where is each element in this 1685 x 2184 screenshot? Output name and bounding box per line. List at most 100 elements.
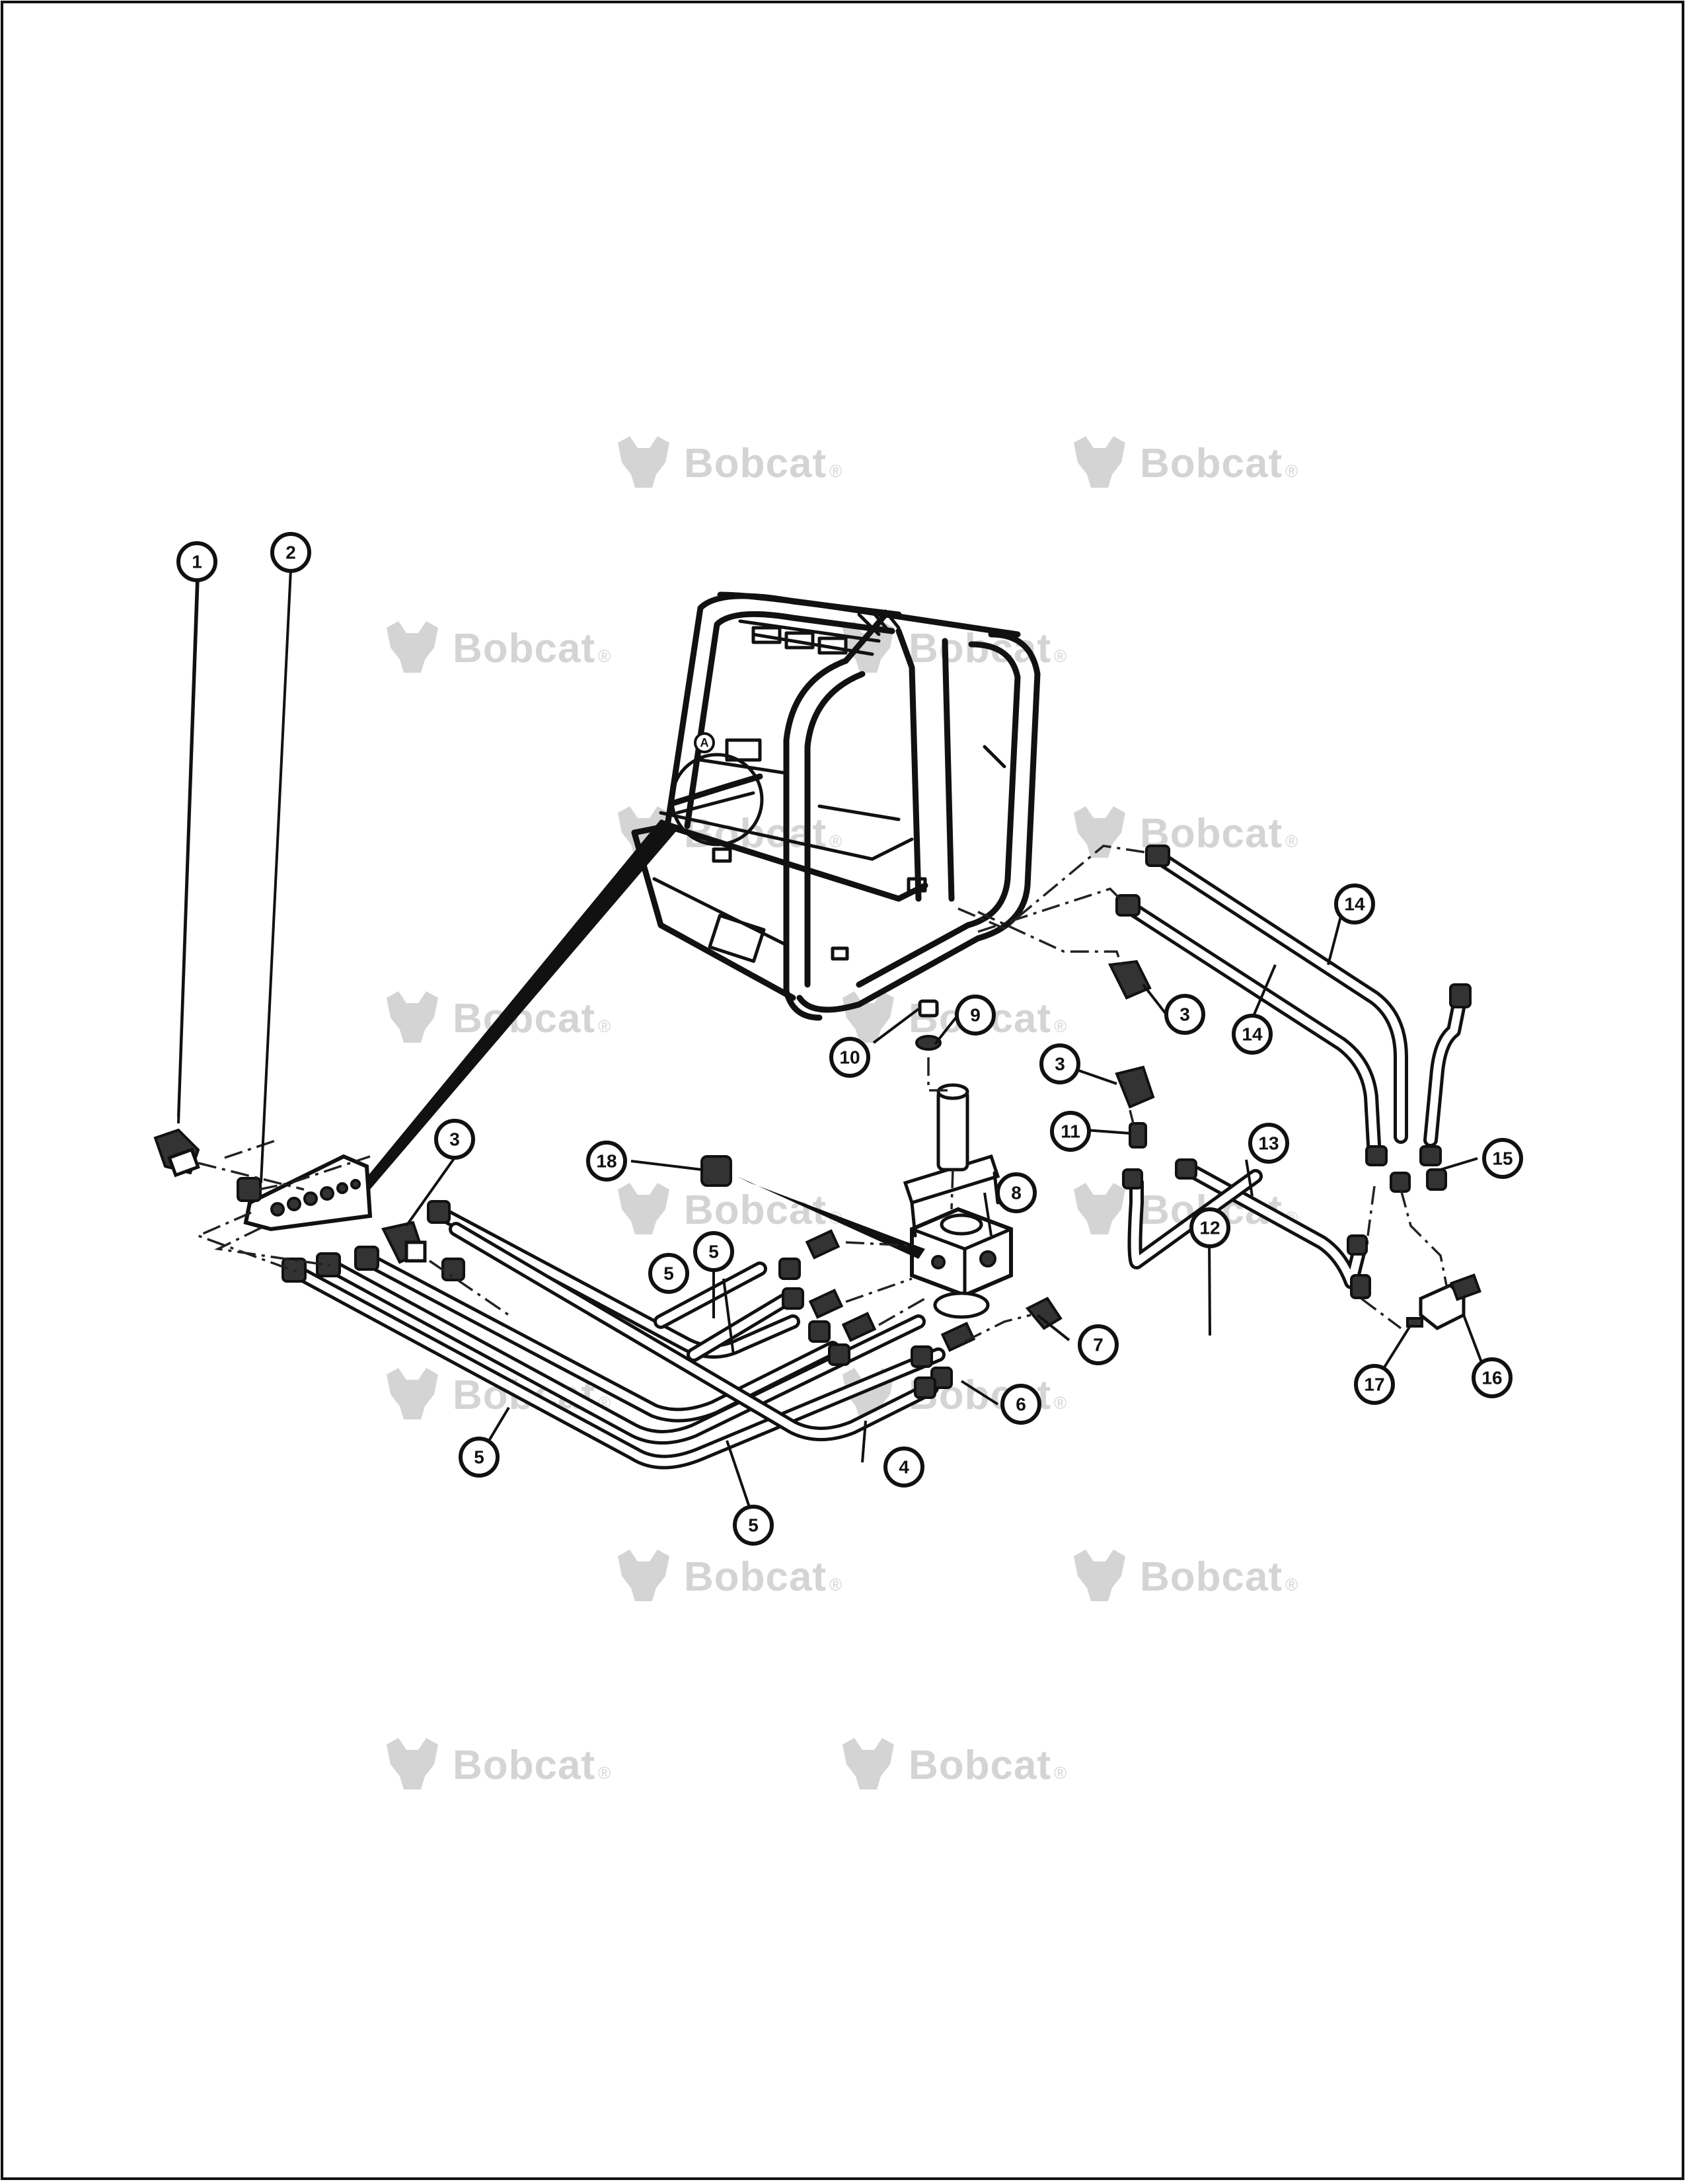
callout-c13: 13 [1248,1123,1289,1164]
watermark-text: Bobcat [453,626,595,671]
watermark-registered-mark: ® [1054,1763,1067,1783]
tee-fitting-3-left [381,1221,427,1264]
callout-c17: 17 [1354,1364,1395,1405]
callout-label: 13 [1258,1133,1279,1154]
callout-c9: 9 [955,995,996,1036]
watermark-registered-mark: ® [598,646,611,666]
elbow-fitting-1 [153,1128,200,1178]
callout-label: 5 [748,1515,759,1536]
leader-lines [177,569,1489,1519]
callout-c8: 8 [996,1172,1037,1213]
watermark-registered-mark: ® [1054,1016,1067,1036]
watermark-text: Bobcat [909,1743,1051,1788]
watermark-registered-mark: ® [1285,831,1298,851]
callout-c2: 2 [270,532,311,573]
callout-label: 5 [708,1242,719,1262]
callout-c15: 15 [1482,1138,1523,1179]
watermark-text: Bobcat [1140,1554,1283,1600]
watermark: Bobcat® [387,1738,611,1789]
callout-c11: 11 [1050,1111,1091,1152]
bobcat-head-icon [387,991,438,1043]
callout-c10: 10 [829,1037,870,1078]
tube-bundle-left [290,1205,946,1470]
watermark-text: Bobcat [684,1554,827,1600]
watermark-layer: Bobcat®Bobcat®Bobcat®Bobcat®Bobcat®Bobca… [387,436,1298,1789]
callout-c14b: 14 [1232,1014,1273,1055]
callout-c1: 1 [176,541,217,582]
bobcat-head-icon [387,621,438,673]
callout-label: 3 [1055,1054,1065,1074]
bobcat-head-icon [387,1738,438,1789]
watermark: Bobcat® [1074,1550,1298,1601]
bobcat-head-icon [618,1183,669,1234]
callout-c3a: 3 [434,1119,475,1160]
part-18 [700,1155,925,1259]
callout-label: 4 [899,1457,909,1478]
callout-label: 5 [663,1263,674,1284]
callout-c18: 18 [586,1141,627,1182]
callout-label: 15 [1492,1148,1513,1169]
watermark-registered-mark: ® [1285,1575,1298,1595]
elbow-fitting-7 [1025,1297,1063,1330]
callout-c3c: 3 [1039,1043,1080,1084]
watermark-registered-mark: ® [598,1763,611,1783]
watermark: Bobcat® [1074,806,1298,858]
watermark-registered-mark: ® [1285,461,1298,481]
cab-frame [631,591,1041,1021]
callout-label: 17 [1364,1374,1384,1395]
callout-c16: 16 [1472,1357,1513,1398]
bobcat-head-icon [842,1738,894,1789]
watermark: Bobcat® [618,436,842,488]
callout-c5a: 5 [693,1231,734,1272]
callout-c12: 12 [1189,1207,1230,1248]
watermark-registered-mark: ® [829,461,842,481]
watermark: Bobcat® [618,1183,842,1234]
callout-label: 8 [1011,1183,1022,1203]
callout-label: 16 [1481,1368,1502,1388]
callout-label: 11 [1061,1121,1080,1142]
callout-c5d: 5 [733,1505,774,1546]
callout-label: 7 [1093,1335,1104,1355]
callout-c5c: 5 [459,1437,500,1478]
detail-pointer [362,819,681,1189]
callout-label: 18 [596,1151,617,1172]
watermark-registered-mark: ® [1054,646,1067,666]
watermark: Bobcat® [842,1738,1067,1789]
callout-label: 3 [449,1129,460,1150]
watermark-registered-mark: ® [1054,1393,1067,1413]
bulkhead-bracket [243,1154,373,1232]
callout-c4: 4 [883,1447,924,1487]
watermark: Bobcat® [387,621,611,673]
tube-bundle-right [1119,848,1468,1289]
callout-label: 14 [1242,1024,1263,1045]
assembly-lines [195,845,1448,1343]
callout-c3b: 3 [1164,994,1205,1035]
bobcat-head-icon [387,1368,438,1419]
callout-c5b: 5 [648,1253,689,1294]
watermark-text: Bobcat [453,1743,595,1788]
cap-fitting-2 [237,1177,262,1202]
callout-label: 10 [839,1047,860,1068]
watermark: Bobcat® [618,1550,842,1601]
bobcat-head-icon [842,621,894,673]
valve-block-8 [910,1207,1013,1319]
bobcat-head-icon [1074,436,1125,488]
relief-valve-16 [1406,1273,1481,1330]
callout-label: 6 [1016,1394,1026,1415]
detail-marker-a: A [362,732,764,1189]
right-fittings [1107,845,1472,1299]
watermark: Bobcat® [1074,436,1298,488]
callout-c14a: 14 [1334,884,1375,924]
bobcat-head-icon [618,1550,669,1601]
callout-c6: 6 [1000,1384,1041,1425]
callout-label: 5 [474,1447,484,1468]
callout-label: 12 [1199,1218,1220,1238]
bobcat-head-icon [1074,1183,1125,1234]
bobcat-head-icon [1074,1550,1125,1601]
watermark-text: Bobcat [1140,441,1283,486]
callout-c7: 7 [1078,1324,1119,1365]
bolt-10-washer-9 [915,999,942,1051]
callout-label: 14 [1344,894,1365,915]
